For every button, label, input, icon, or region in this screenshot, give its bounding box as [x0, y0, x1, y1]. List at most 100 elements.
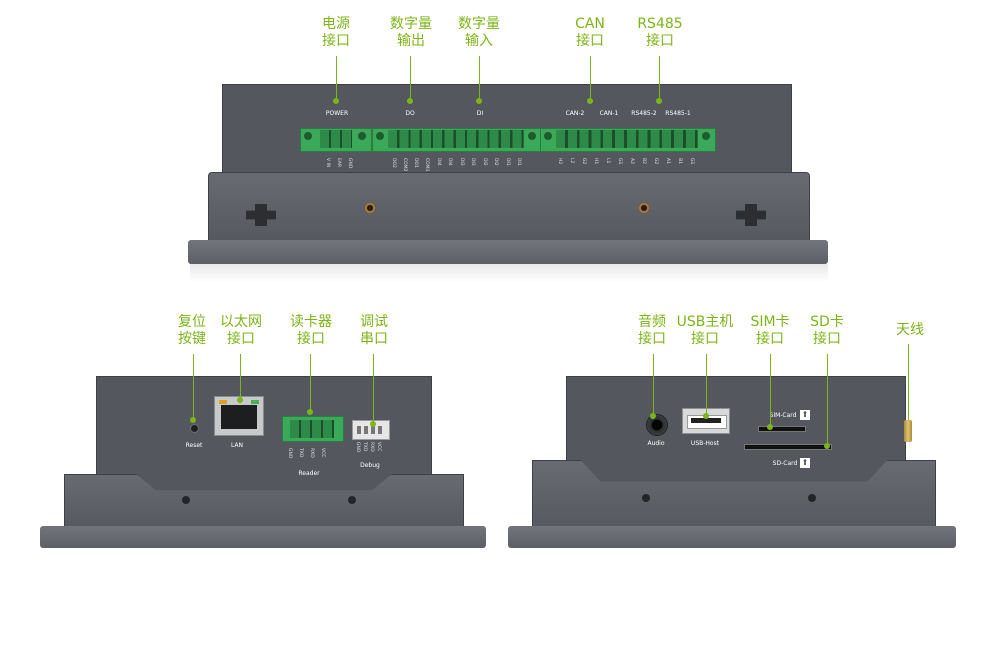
callout-can: CAN 接口 — [575, 16, 605, 49]
can-rs485-terminal — [540, 124, 716, 154]
power-terminal — [300, 124, 372, 154]
silk-sd: SD-Card — [772, 460, 798, 467]
pin-label: G1 — [689, 158, 694, 165]
pin-label: A1 — [665, 158, 670, 164]
silk-can1: CAN-1 — [599, 110, 619, 117]
right-bezel-lip — [508, 526, 956, 548]
pin-label: COM2 — [402, 158, 407, 172]
screw-hole — [642, 494, 650, 502]
leader-dot-sim — [767, 424, 773, 430]
debug-port[interactable] — [352, 420, 390, 440]
pin-label: RXD — [369, 442, 374, 452]
pin-label: VCC — [320, 448, 325, 458]
left-bezel-lip — [40, 526, 486, 548]
callout-reader: 读卡器 接口 — [290, 314, 332, 347]
callout-audio: 音频 接口 — [638, 314, 666, 347]
pin-label: B1 — [677, 158, 682, 164]
pin-label: RXD — [309, 448, 314, 458]
pin-label: DI1 — [505, 158, 510, 166]
top-bezel — [208, 172, 810, 244]
leader-usb — [706, 354, 707, 416]
leader-reset — [193, 354, 194, 420]
pin-label: DI2 — [482, 158, 487, 166]
sim-card-slot[interactable] — [758, 426, 806, 432]
pin-label: DI4 — [436, 158, 441, 166]
lan-port[interactable] — [214, 396, 264, 436]
pin-label: A2 — [629, 158, 634, 164]
pin-label: DI4 — [447, 158, 452, 166]
leader-antenna — [908, 344, 909, 420]
pin-label: DO1 — [413, 158, 418, 168]
callout-sim: SIM卡 接口 — [750, 314, 790, 347]
silk-do: DO — [405, 110, 415, 117]
top-bezel-lip — [188, 240, 828, 264]
pin-label: GND — [347, 158, 352, 169]
screw-hole — [808, 494, 816, 502]
leader-dot-reset — [190, 417, 196, 423]
right-device — [506, 376, 958, 556]
leader-digital-output — [410, 56, 411, 100]
sd-card-slot[interactable] — [744, 444, 832, 450]
leader-dot-digital-output — [407, 98, 413, 104]
pin-label: G1 — [617, 158, 622, 165]
pin-label: DO2 — [391, 158, 396, 168]
callout-debug: 调试 串口 — [360, 314, 388, 347]
pin-label: B2 — [641, 158, 646, 164]
pin-label: L1 — [605, 158, 610, 164]
antenna-connector[interactable] — [904, 420, 912, 442]
silk-reset: Reset — [185, 442, 203, 449]
silk-debug: Debug — [360, 462, 380, 469]
callout-reset: 复位 按键 — [178, 314, 206, 347]
pin-label: G2 — [581, 158, 586, 165]
top-device — [186, 84, 832, 282]
screw-hole-left — [364, 202, 376, 214]
leader-dot-audio — [650, 413, 656, 419]
screw-hole — [348, 496, 356, 504]
top-reflection — [190, 264, 828, 282]
pin-label: V IN — [325, 158, 330, 168]
pin-label: DI3 — [459, 158, 464, 166]
leader-dot-can — [587, 98, 593, 104]
leader-reader — [310, 354, 311, 412]
pin-label: COM1 — [424, 158, 429, 172]
silk-usb: USB-Host — [690, 440, 720, 447]
left-device — [38, 376, 488, 556]
pin-label: L2 — [569, 158, 574, 164]
pin-label: EAR — [336, 158, 341, 168]
callout-power: 电源 接口 — [322, 16, 350, 49]
leader-debug — [373, 354, 374, 424]
leader-dot-debug — [370, 421, 376, 427]
io-terminal — [372, 124, 542, 154]
leader-dot-usb — [703, 413, 709, 419]
pin-label: DI1 — [516, 158, 521, 166]
leader-dot-sd — [824, 443, 830, 449]
callout-digital-output: 数字量 输出 — [390, 16, 432, 49]
pin-label: GND — [287, 448, 292, 459]
leader-audio — [653, 354, 654, 416]
reset-button[interactable] — [190, 424, 199, 433]
leader-can — [590, 56, 591, 100]
callout-antenna: 天线 — [896, 322, 924, 338]
leader-dot-rs485 — [656, 98, 662, 104]
leader-power — [336, 56, 337, 100]
sd-upload-icon: ⬆ — [800, 458, 810, 468]
silk-rs485-1: RS485-1 — [665, 110, 691, 117]
silk-rs485-2: RS485-2 — [631, 110, 657, 117]
leader-digital-input — [479, 56, 480, 100]
reader-terminal[interactable] — [282, 410, 344, 444]
leader-dot-lan — [237, 397, 243, 403]
pin-label: TXD — [362, 442, 367, 452]
leader-dot-reader — [307, 409, 313, 415]
pin-label: DI2 — [493, 158, 498, 166]
silk-di: DI — [476, 110, 484, 117]
pin-label: H1 — [593, 158, 598, 165]
pin-label: VCC — [376, 442, 381, 452]
audio-jack[interactable] — [646, 414, 668, 436]
callout-usb: USB主机 接口 — [676, 314, 734, 347]
leader-lan — [240, 354, 241, 400]
leader-dot-power — [333, 98, 339, 104]
callout-lan: 以太网 接口 — [220, 314, 262, 347]
sim-upload-icon: ⬆ — [800, 410, 810, 420]
callout-digital-input: 数字量 输入 — [458, 16, 500, 49]
silk-sim: SIM-Card — [769, 412, 797, 419]
